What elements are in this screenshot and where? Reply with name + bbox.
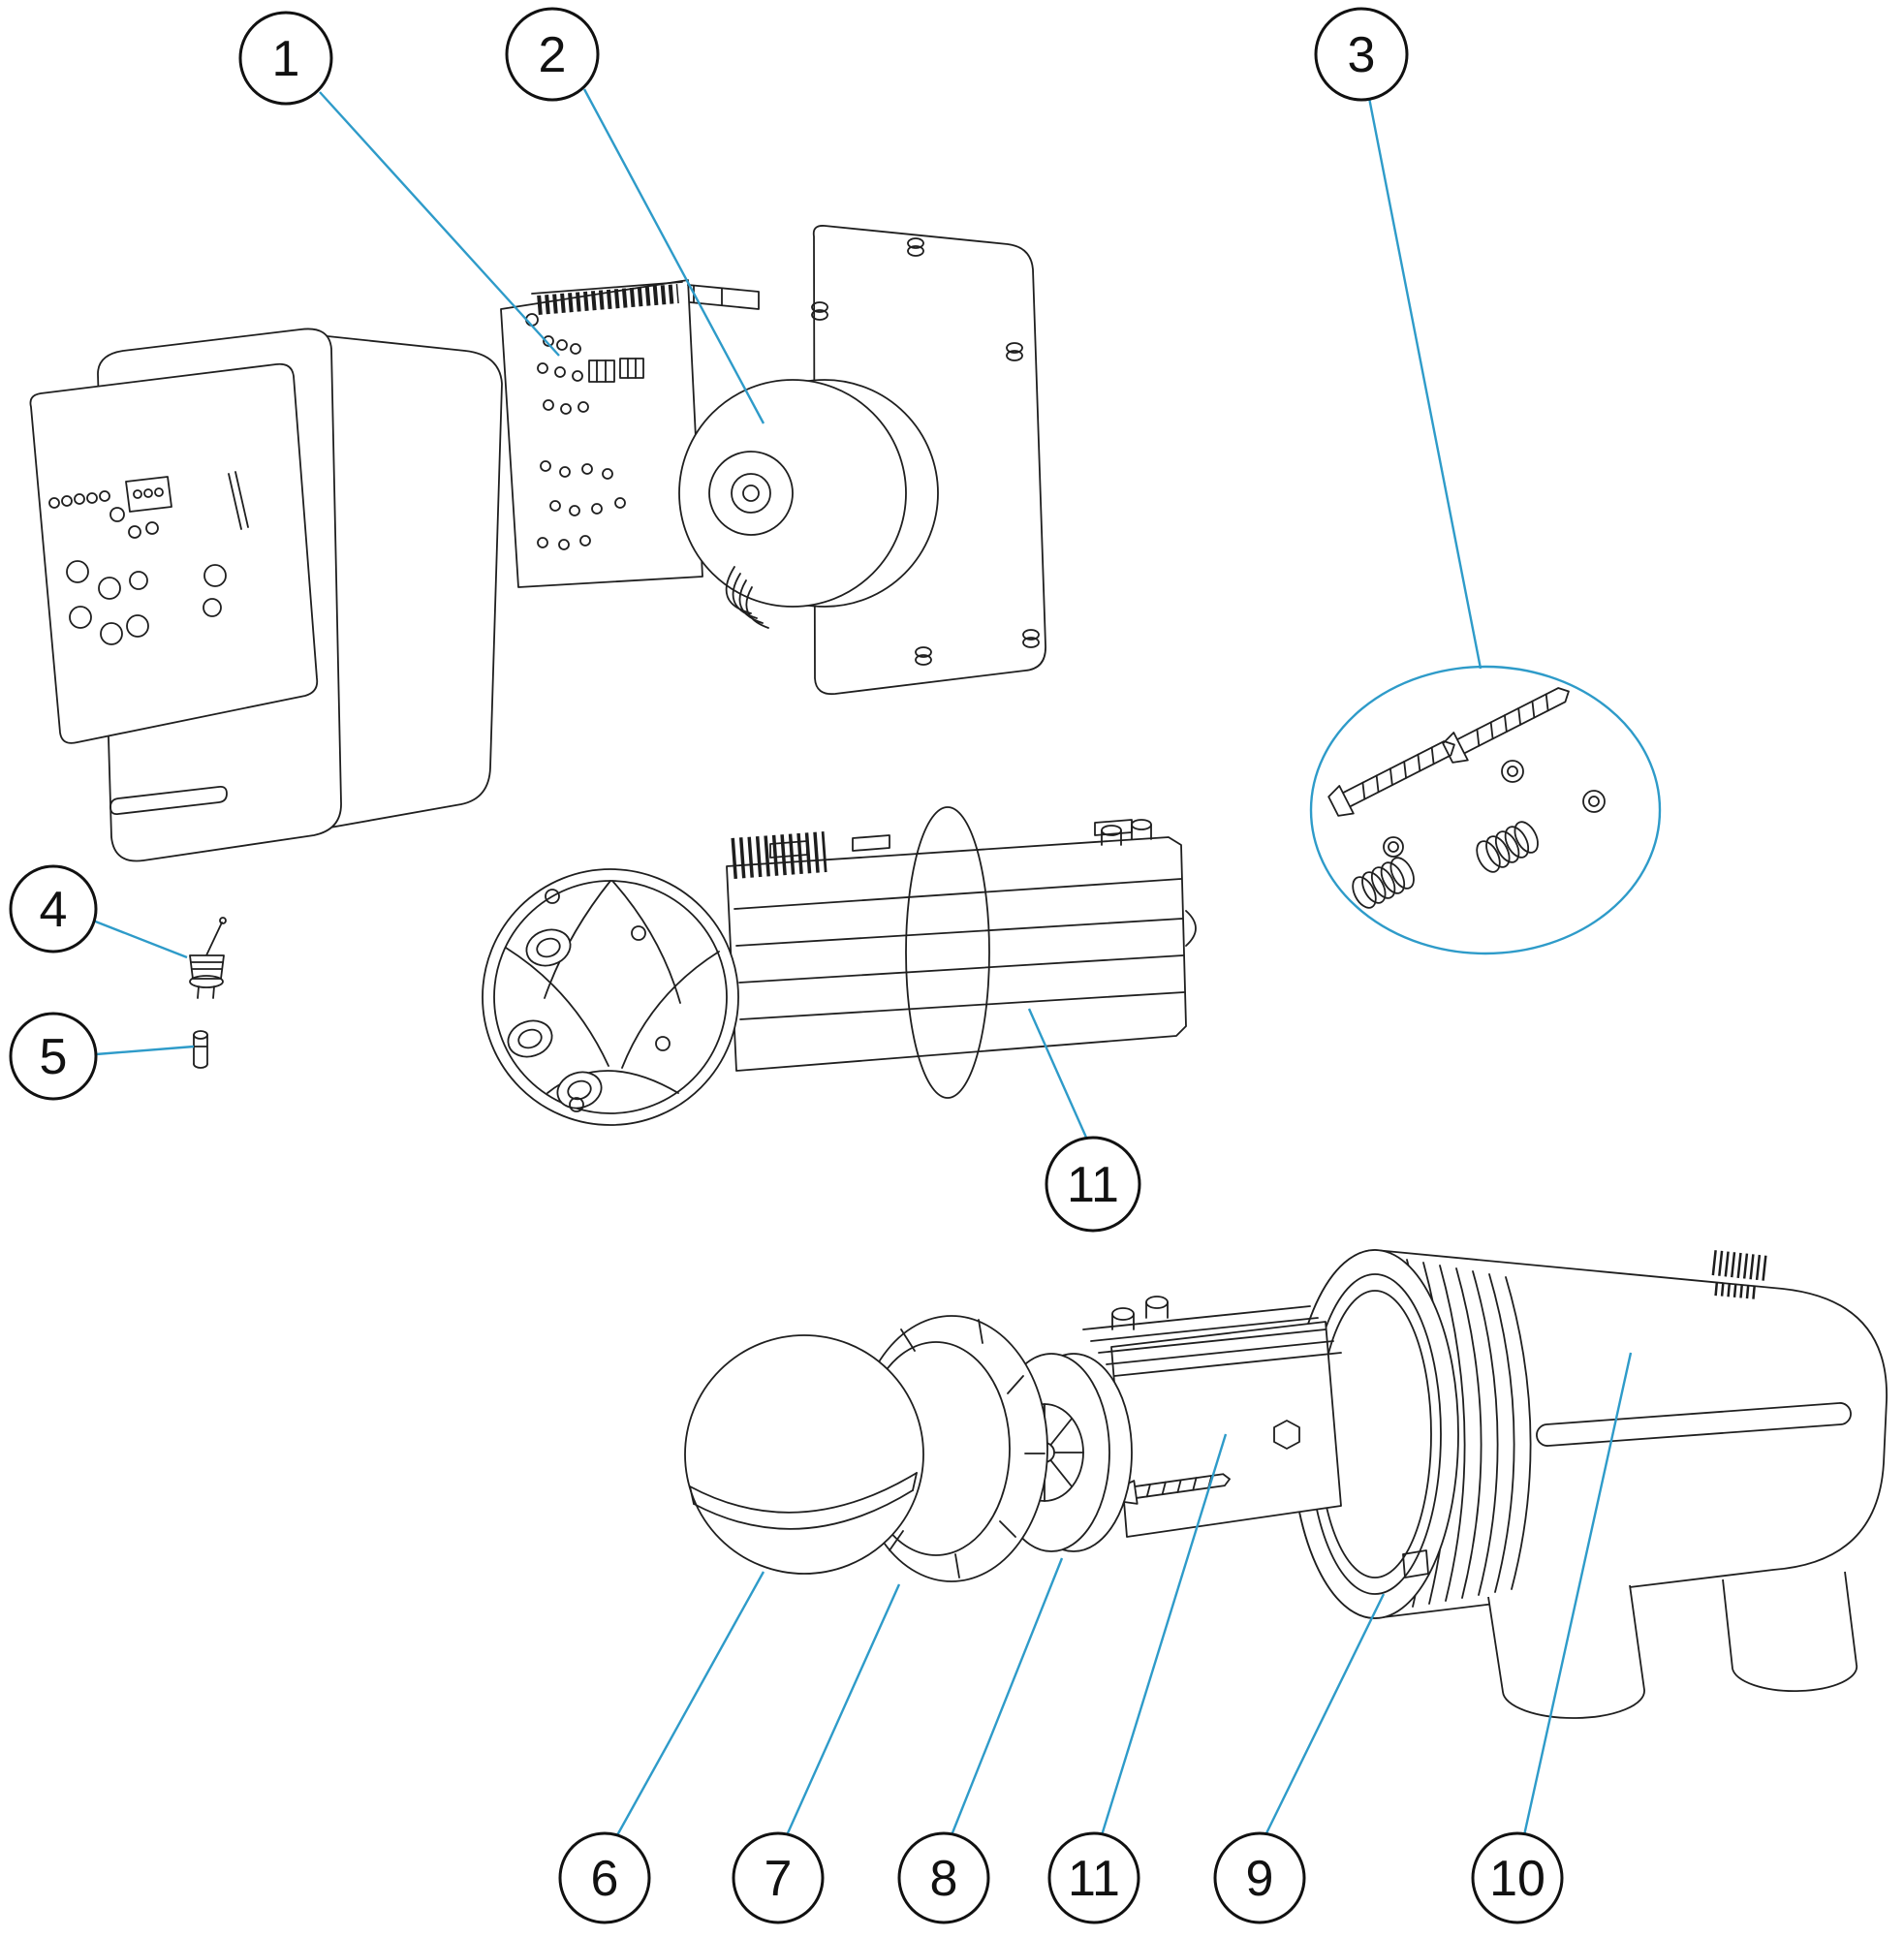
- dome-cap: [684, 1334, 924, 1575]
- bolt: [1442, 687, 1570, 764]
- svg-text:5: 5: [40, 1029, 68, 1085]
- cell-oring: [905, 806, 990, 1099]
- hex-nut: [1273, 1420, 1300, 1450]
- svg-text:9: 9: [1246, 1851, 1274, 1907]
- electrode-cell: [482, 806, 1197, 1126]
- callout-7: 7: [732, 1831, 825, 1924]
- callout-8: 8: [897, 1831, 990, 1924]
- callout-1: 1: [238, 11, 333, 106]
- svg-text:7: 7: [765, 1851, 793, 1907]
- display: [125, 476, 172, 513]
- callout-11-middle: 11: [1045, 1136, 1141, 1233]
- callout-2: 2: [505, 7, 600, 102]
- cell-end-cap: [482, 868, 739, 1126]
- pipe-stub: [1722, 1571, 1858, 1692]
- svg-text:11: 11: [1067, 1157, 1119, 1213]
- spring: [1476, 821, 1539, 873]
- transformer: [678, 379, 939, 629]
- callout-4: 4: [9, 864, 98, 953]
- svg-text:8: 8: [930, 1851, 958, 1907]
- svg-text:2: 2: [539, 27, 567, 83]
- callout-3: 3: [1314, 7, 1409, 102]
- label-hatch: [1714, 1282, 1759, 1299]
- hardware-kit: [1309, 665, 1662, 955]
- bolt: [1327, 740, 1455, 817]
- cable-gland: [507, 1019, 553, 1058]
- callout-11-bottom: 11: [1047, 1831, 1140, 1924]
- cell-housing: [1291, 1249, 1888, 1719]
- svg-text:4: 4: [40, 882, 68, 938]
- stud-bolt: [1120, 1473, 1231, 1505]
- washer: [1383, 760, 1606, 858]
- svg-text:10: 10: [1489, 1851, 1545, 1907]
- callout-5: 5: [9, 1012, 98, 1101]
- callout-10: 10: [1471, 1831, 1564, 1924]
- power-circuit-board: [500, 279, 760, 588]
- svg-text:1: 1: [272, 31, 300, 87]
- pipe-stub: [1487, 1584, 1645, 1719]
- svg-text:11: 11: [1068, 1851, 1120, 1907]
- control-unit: [29, 328, 503, 862]
- svg-text:3: 3: [1348, 27, 1376, 83]
- fuse: [193, 1030, 208, 1069]
- label-hatch: [1711, 1250, 1769, 1281]
- callout-9: 9: [1213, 1831, 1306, 1924]
- cable-gland: [556, 1071, 603, 1110]
- leader-lines: [92, 88, 1633, 1836]
- toggle-switch: [189, 917, 227, 999]
- spring: [1352, 857, 1415, 909]
- callout-6: 6: [558, 1831, 651, 1924]
- svg-text:6: 6: [591, 1851, 619, 1907]
- cable-gland: [525, 928, 572, 967]
